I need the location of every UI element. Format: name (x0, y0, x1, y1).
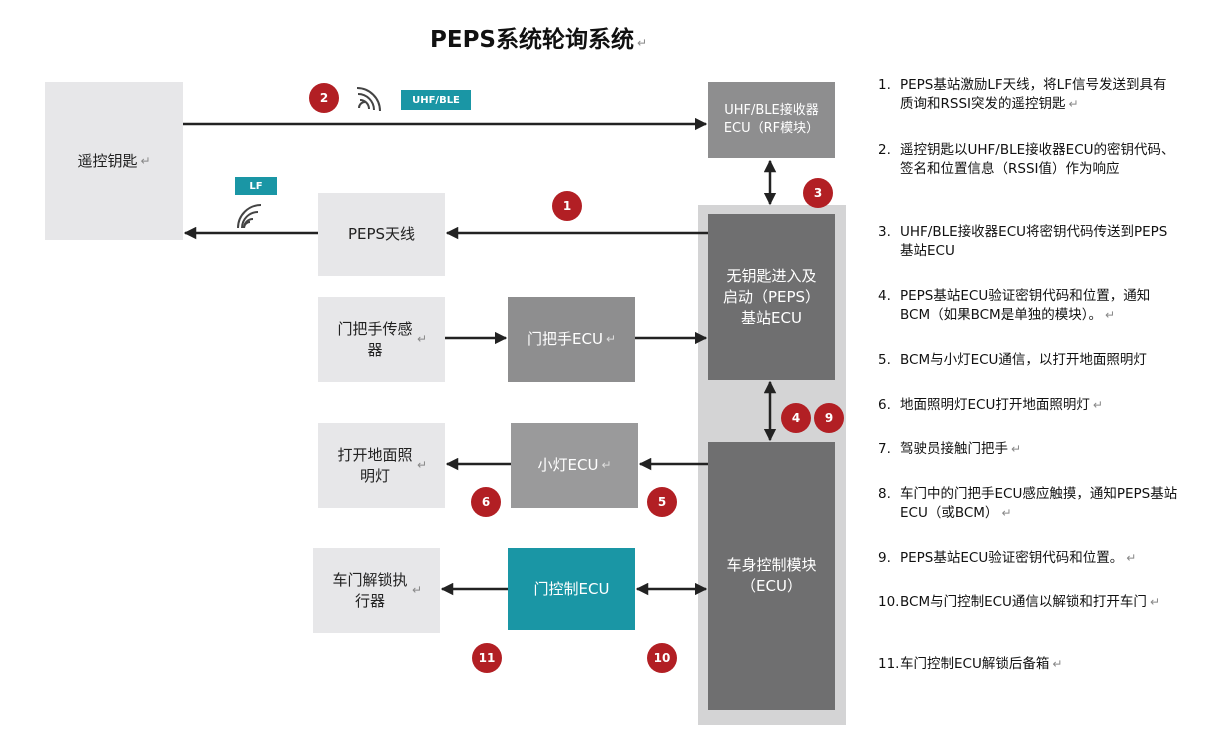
diagram-title: PEPS系统轮询系统↵ (430, 27, 648, 53)
step-badge-9: 9 (814, 403, 844, 433)
uhf-wave-icon (356, 87, 381, 112)
peps-antenna-box: PEPS天线 (318, 193, 445, 276)
step-badge-4: 4 (781, 403, 811, 433)
step-badge-11: 11 (472, 643, 502, 673)
peps-base-ecu-box: 无钥匙进入及启动（PEPS）基站ECU (708, 214, 835, 380)
step-item-8: 8.车门中的门把手ECU感应触摸，通知PEPS基站ECU（或BCM）↵ (878, 486, 1178, 521)
step-item-7: 7.驾驶员接触门把手↵ (878, 441, 1022, 457)
step-badge-2: 2 (309, 83, 339, 113)
step-badge-6: 6 (471, 487, 501, 517)
step-badge-1: 1 (552, 191, 582, 221)
ground-light-box: 打开地面照明灯↵ (318, 423, 445, 508)
door-control-ecu-box: 门控制ECU (508, 548, 635, 630)
lf-tag: LF (235, 177, 277, 195)
step-item-1: 1.PEPS基站激励LF天线，将LF信号发送到具有质询和RSSI突发的遥控钥匙↵ (878, 77, 1167, 112)
lf-wave-icon (237, 204, 262, 229)
step-item-3: 3.UHF/BLE接收器ECU将密钥代码传送到PEPS基站ECU (878, 224, 1168, 259)
door-handle-ecu-box: 门把手ECU↵ (508, 297, 635, 382)
step-badge-5: 5 (647, 487, 677, 517)
step-item-6: 6.地面照明灯ECU打开地面照明灯↵ (878, 397, 1103, 413)
uhf-ble-tag: UHF/BLE (401, 90, 471, 110)
door-unlock-actuator-box: 车门解锁执行器↵ (313, 548, 440, 633)
step-item-4: 4.PEPS基站ECU验证密钥代码和位置，通知BCM（如果BCM是单独的模块）。… (878, 288, 1151, 323)
step-item-2: 2.遥控钥匙以UHF/BLE接收器ECU的密钥代码、签名和位置信息（RSSI值）… (878, 142, 1175, 177)
step-item-9: 9.PEPS基站ECU验证密钥代码和位置。↵ (878, 550, 1137, 566)
step-badge-3: 3 (803, 178, 833, 208)
step-badge-10: 10 (647, 643, 677, 673)
uhf-receiver-box: UHF/BLE接收器ECU（RF模块） (708, 82, 835, 158)
key-fob-box: 遥控钥匙↵ (45, 82, 183, 240)
return-mark: ↵ (637, 36, 648, 50)
step-item-5: 5.BCM与小灯ECU通信，以打开地面照明灯 (878, 352, 1147, 368)
door-handle-sensor-box: 门把手传感器↵ (318, 297, 445, 382)
step-item-10: 10.BCM与门控制ECU通信以解锁和打开车门↵ (878, 594, 1160, 610)
step-item-11: 11.车门控制ECU解锁后备箱↵ (878, 656, 1063, 672)
bcm-box: 车身控制模块（ECU） (708, 442, 835, 710)
small-light-ecu-box: 小灯ECU↵ (511, 423, 638, 508)
